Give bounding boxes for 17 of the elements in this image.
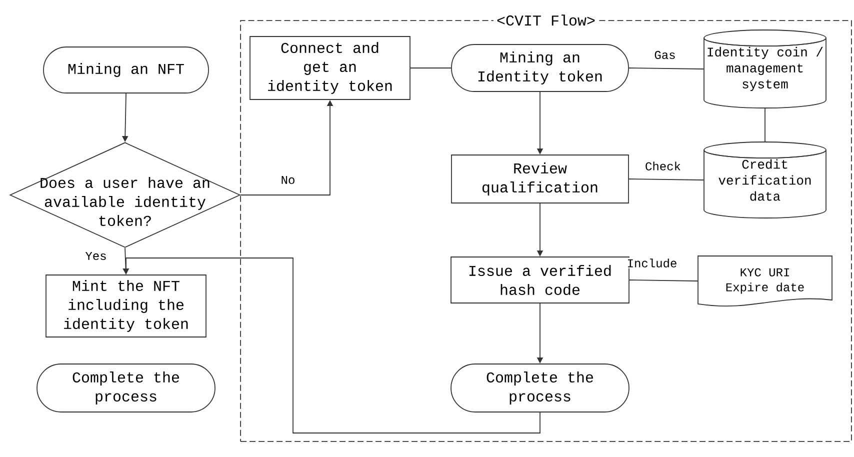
process-box: Connect and get an identity token: [250, 36, 410, 100]
process-box: Issue a verified hash code: [450, 256, 630, 304]
connector-line: [629, 280, 698, 282]
process-box: Mint the NFT including the identity token: [46, 274, 206, 338]
connector-line: [764, 108, 766, 142]
terminal-box: Mining an Identity token: [451, 44, 629, 92]
process-box: Review qualification: [451, 154, 629, 204]
connector-line: [628, 178, 704, 180]
edge-label: Yes: [84, 250, 108, 261]
edge-label: Gas: [653, 50, 677, 60]
edge-label: No: [280, 174, 296, 185]
edge-label: Include: [626, 258, 678, 268]
connector-line: [628, 68, 704, 70]
terminal-box: Complete the process: [450, 364, 630, 412]
edge-label: Check: [644, 160, 682, 172]
terminal-box: Complete the process: [36, 364, 216, 412]
terminal-box: Mining an NFT: [43, 46, 209, 94]
